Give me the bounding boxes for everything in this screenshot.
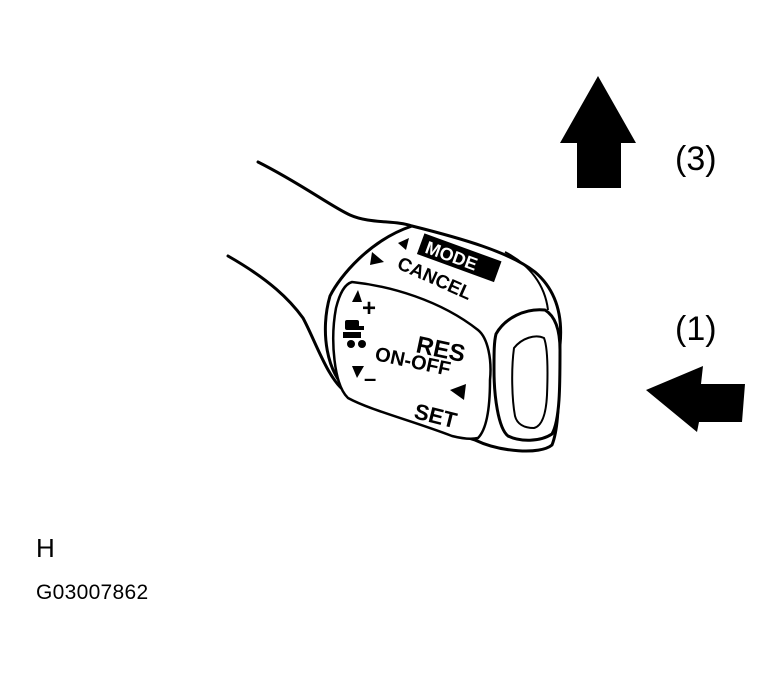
mode-label-background bbox=[416, 233, 502, 283]
triangle-up-icon bbox=[398, 238, 409, 250]
lever-end-button bbox=[492, 308, 562, 442]
caption-code: G03007862 bbox=[36, 581, 149, 604]
triangle-down-icon bbox=[370, 252, 384, 265]
set-triangle-left-icon bbox=[450, 384, 466, 400]
lever-head-inner-edge bbox=[504, 251, 549, 311]
face-triangle-up-icon bbox=[352, 290, 362, 302]
face-triangle-down-icon bbox=[352, 366, 364, 378]
caption-letter: H bbox=[36, 533, 55, 563]
cruise-control-car-icon bbox=[343, 320, 366, 348]
plus-label: + bbox=[362, 295, 376, 322]
arrow-up-icon bbox=[560, 76, 636, 188]
minus-label: – bbox=[364, 366, 376, 391]
arrow-left-icon bbox=[646, 366, 745, 432]
arrow-1-label: (1) bbox=[675, 310, 717, 348]
lever-face bbox=[332, 280, 492, 441]
lever-stalk bbox=[226, 160, 414, 394]
lever-end-button-inner bbox=[511, 335, 549, 430]
arrow-3-label: (3) bbox=[675, 140, 717, 178]
